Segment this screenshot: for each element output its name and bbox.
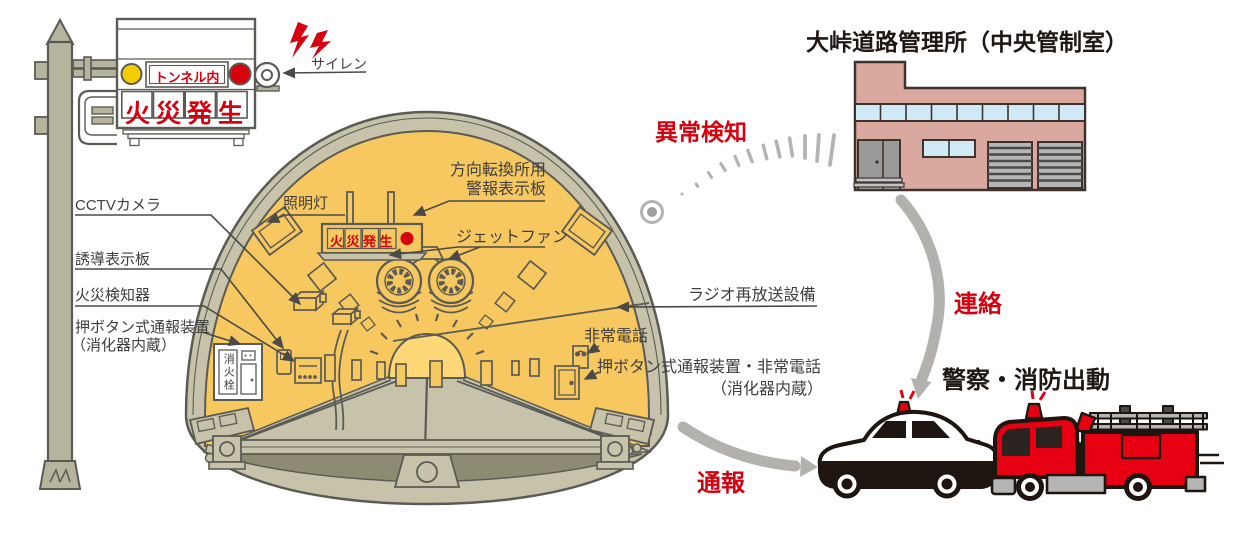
emergency-phone-device <box>572 345 589 369</box>
cctv-label: CCTVカメラ <box>75 197 161 214</box>
siren <box>253 61 367 92</box>
jet-fan-label: ジェットファン <box>456 229 569 246</box>
cctv-camera-icon <box>291 290 361 431</box>
sign-location-label: トンネル内 <box>154 70 220 85</box>
lightning-bolt-icon <box>290 22 331 59</box>
push-button-phone-label-line1: 押ボタン式通報装置・非常電話 <box>597 359 822 376</box>
radio-rebroadcast-cable <box>392 302 650 342</box>
report-arrow <box>677 421 818 477</box>
tunnel-lower-structure <box>188 406 656 488</box>
control-office-building <box>853 60 1087 192</box>
tunnel-roadway <box>202 376 652 453</box>
inner-sign-message: 火災発生 <box>330 234 397 249</box>
contact-label: 連絡 <box>954 291 1002 318</box>
tunnel-exit-arch <box>369 313 485 379</box>
contact-arrow <box>895 194 945 399</box>
red-beacon-light <box>228 62 252 86</box>
leader-lines <box>75 200 818 380</box>
emergency-phone-label: 非常電話 <box>584 328 649 345</box>
yellow-beacon-light <box>120 63 143 85</box>
ceiling-lamps <box>250 205 614 332</box>
board-red-lamp <box>400 232 414 245</box>
control-office-title: 大峠道路管理所（中央管制室） <box>806 29 1128 55</box>
fire-truck <box>990 390 1224 501</box>
office-door <box>853 139 905 191</box>
push-button-phone-cabinet <box>554 365 580 400</box>
fire-hydrant-cabinet <box>213 343 263 401</box>
dispatch-label: 警察・消防出動 <box>942 367 1110 394</box>
guidance-board-label: 誘導表示板 <box>75 251 151 268</box>
sign-pole <box>34 17 119 490</box>
radio-wave-icon <box>640 133 836 224</box>
right-wall-devices <box>392 302 650 400</box>
radio-rebroadcast-label: ラジオ再放送設備 <box>688 287 816 304</box>
push-button-label-line1: 押ボタン式通報装置 <box>75 319 211 336</box>
police-car <box>817 389 1000 499</box>
report-label: 通報 <box>697 470 745 497</box>
fire-detector-device <box>294 357 322 384</box>
garage-shutter <box>987 141 1083 189</box>
siren-label: サイレン <box>311 56 367 72</box>
sign-alert-message: 火災発生 <box>125 100 250 128</box>
lighting-label: 照明灯 <box>283 195 329 212</box>
push-button-label-line2: （消化器内蔵） <box>71 337 177 354</box>
tunnel-cross-section <box>184 110 670 506</box>
roadside-warning-signboard <box>115 17 257 147</box>
fire-detector-label: 火災検知器 <box>75 287 151 304</box>
anomaly-detection-label: 異常検知 <box>655 119 747 145</box>
ladder <box>1089 405 1208 435</box>
left-wall-devices <box>276 349 443 388</box>
turnaround-sign-label: 方向転換所用 警報表示板 <box>420 162 546 200</box>
turnaround-sign-label-line2: 警報表示板 <box>465 180 546 198</box>
fire-hydrant-label: 消火栓 <box>222 353 235 392</box>
fire-truck-beacon <box>1024 402 1044 420</box>
turnaround-sign-label-line1: 方向転換所用 <box>449 162 546 179</box>
push-button-phone-label-line2: （消化器内蔵） <box>711 381 824 398</box>
